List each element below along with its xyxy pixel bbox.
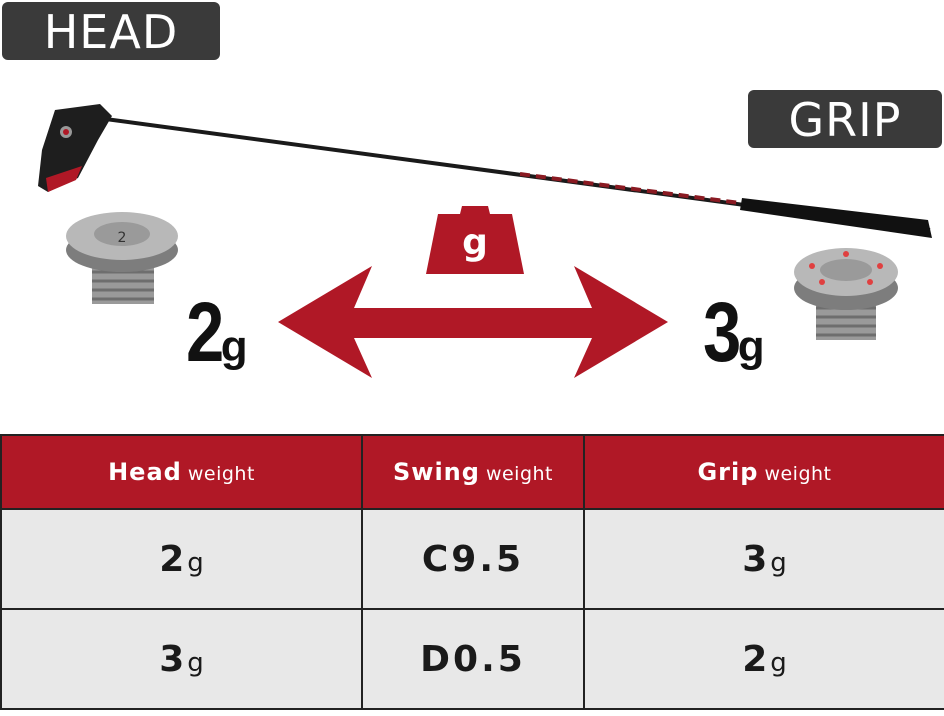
cell-unit: g [187, 547, 204, 578]
cell-value: 2 [742, 638, 771, 680]
cell-value: 3 [159, 638, 188, 680]
cell-value: 3 [742, 538, 771, 580]
table-row: 3g D0.5 2g [0, 608, 944, 710]
cell-grip-weight: 3g [583, 508, 944, 610]
header-sub: weight [764, 463, 832, 485]
weight-badge-symbol: g [462, 222, 488, 263]
header-main: Head [108, 458, 182, 486]
cell-value: 2 [159, 538, 188, 580]
svg-text:2: 2 [118, 230, 127, 246]
weight-screw-icon: 2 [66, 212, 178, 304]
cell-unit: g [187, 647, 204, 678]
weight-badge-icon [426, 206, 524, 274]
head-label: HEAD [2, 2, 220, 60]
grip-label: GRIP [748, 90, 942, 148]
cell-swing-weight: C9.5 [361, 508, 585, 610]
cell-value: D0.5 [420, 638, 526, 680]
head-weight-value: 2g [186, 284, 248, 381]
header-main: Swing [392, 458, 480, 486]
header-sub: weight [187, 463, 255, 485]
grip-weight-unit: g [737, 322, 765, 371]
table-row: 2g C9.5 3g [0, 508, 944, 610]
head-weight-number: 2 [186, 285, 225, 379]
header-main: Grip [697, 458, 759, 486]
cell-grip-weight: 2g [583, 608, 944, 710]
cell-swing-weight: D0.5 [361, 608, 585, 710]
grip-weight-value: 3g [703, 284, 765, 381]
cell-unit: g [770, 547, 787, 578]
cell-head-weight: 3g [0, 608, 363, 710]
header-sub: weight [485, 463, 553, 485]
grip-weight-number: 3 [703, 285, 742, 379]
head-weight-unit: g [220, 322, 248, 371]
illustration: 2 [38, 104, 932, 378]
golf-club-icon [38, 104, 932, 238]
cell-unit: g [770, 647, 787, 678]
weight-screw-icon [794, 248, 898, 340]
cell-value: C9.5 [421, 538, 525, 580]
cell-head-weight: 2g [0, 508, 363, 610]
double-arrow-icon [278, 266, 668, 378]
